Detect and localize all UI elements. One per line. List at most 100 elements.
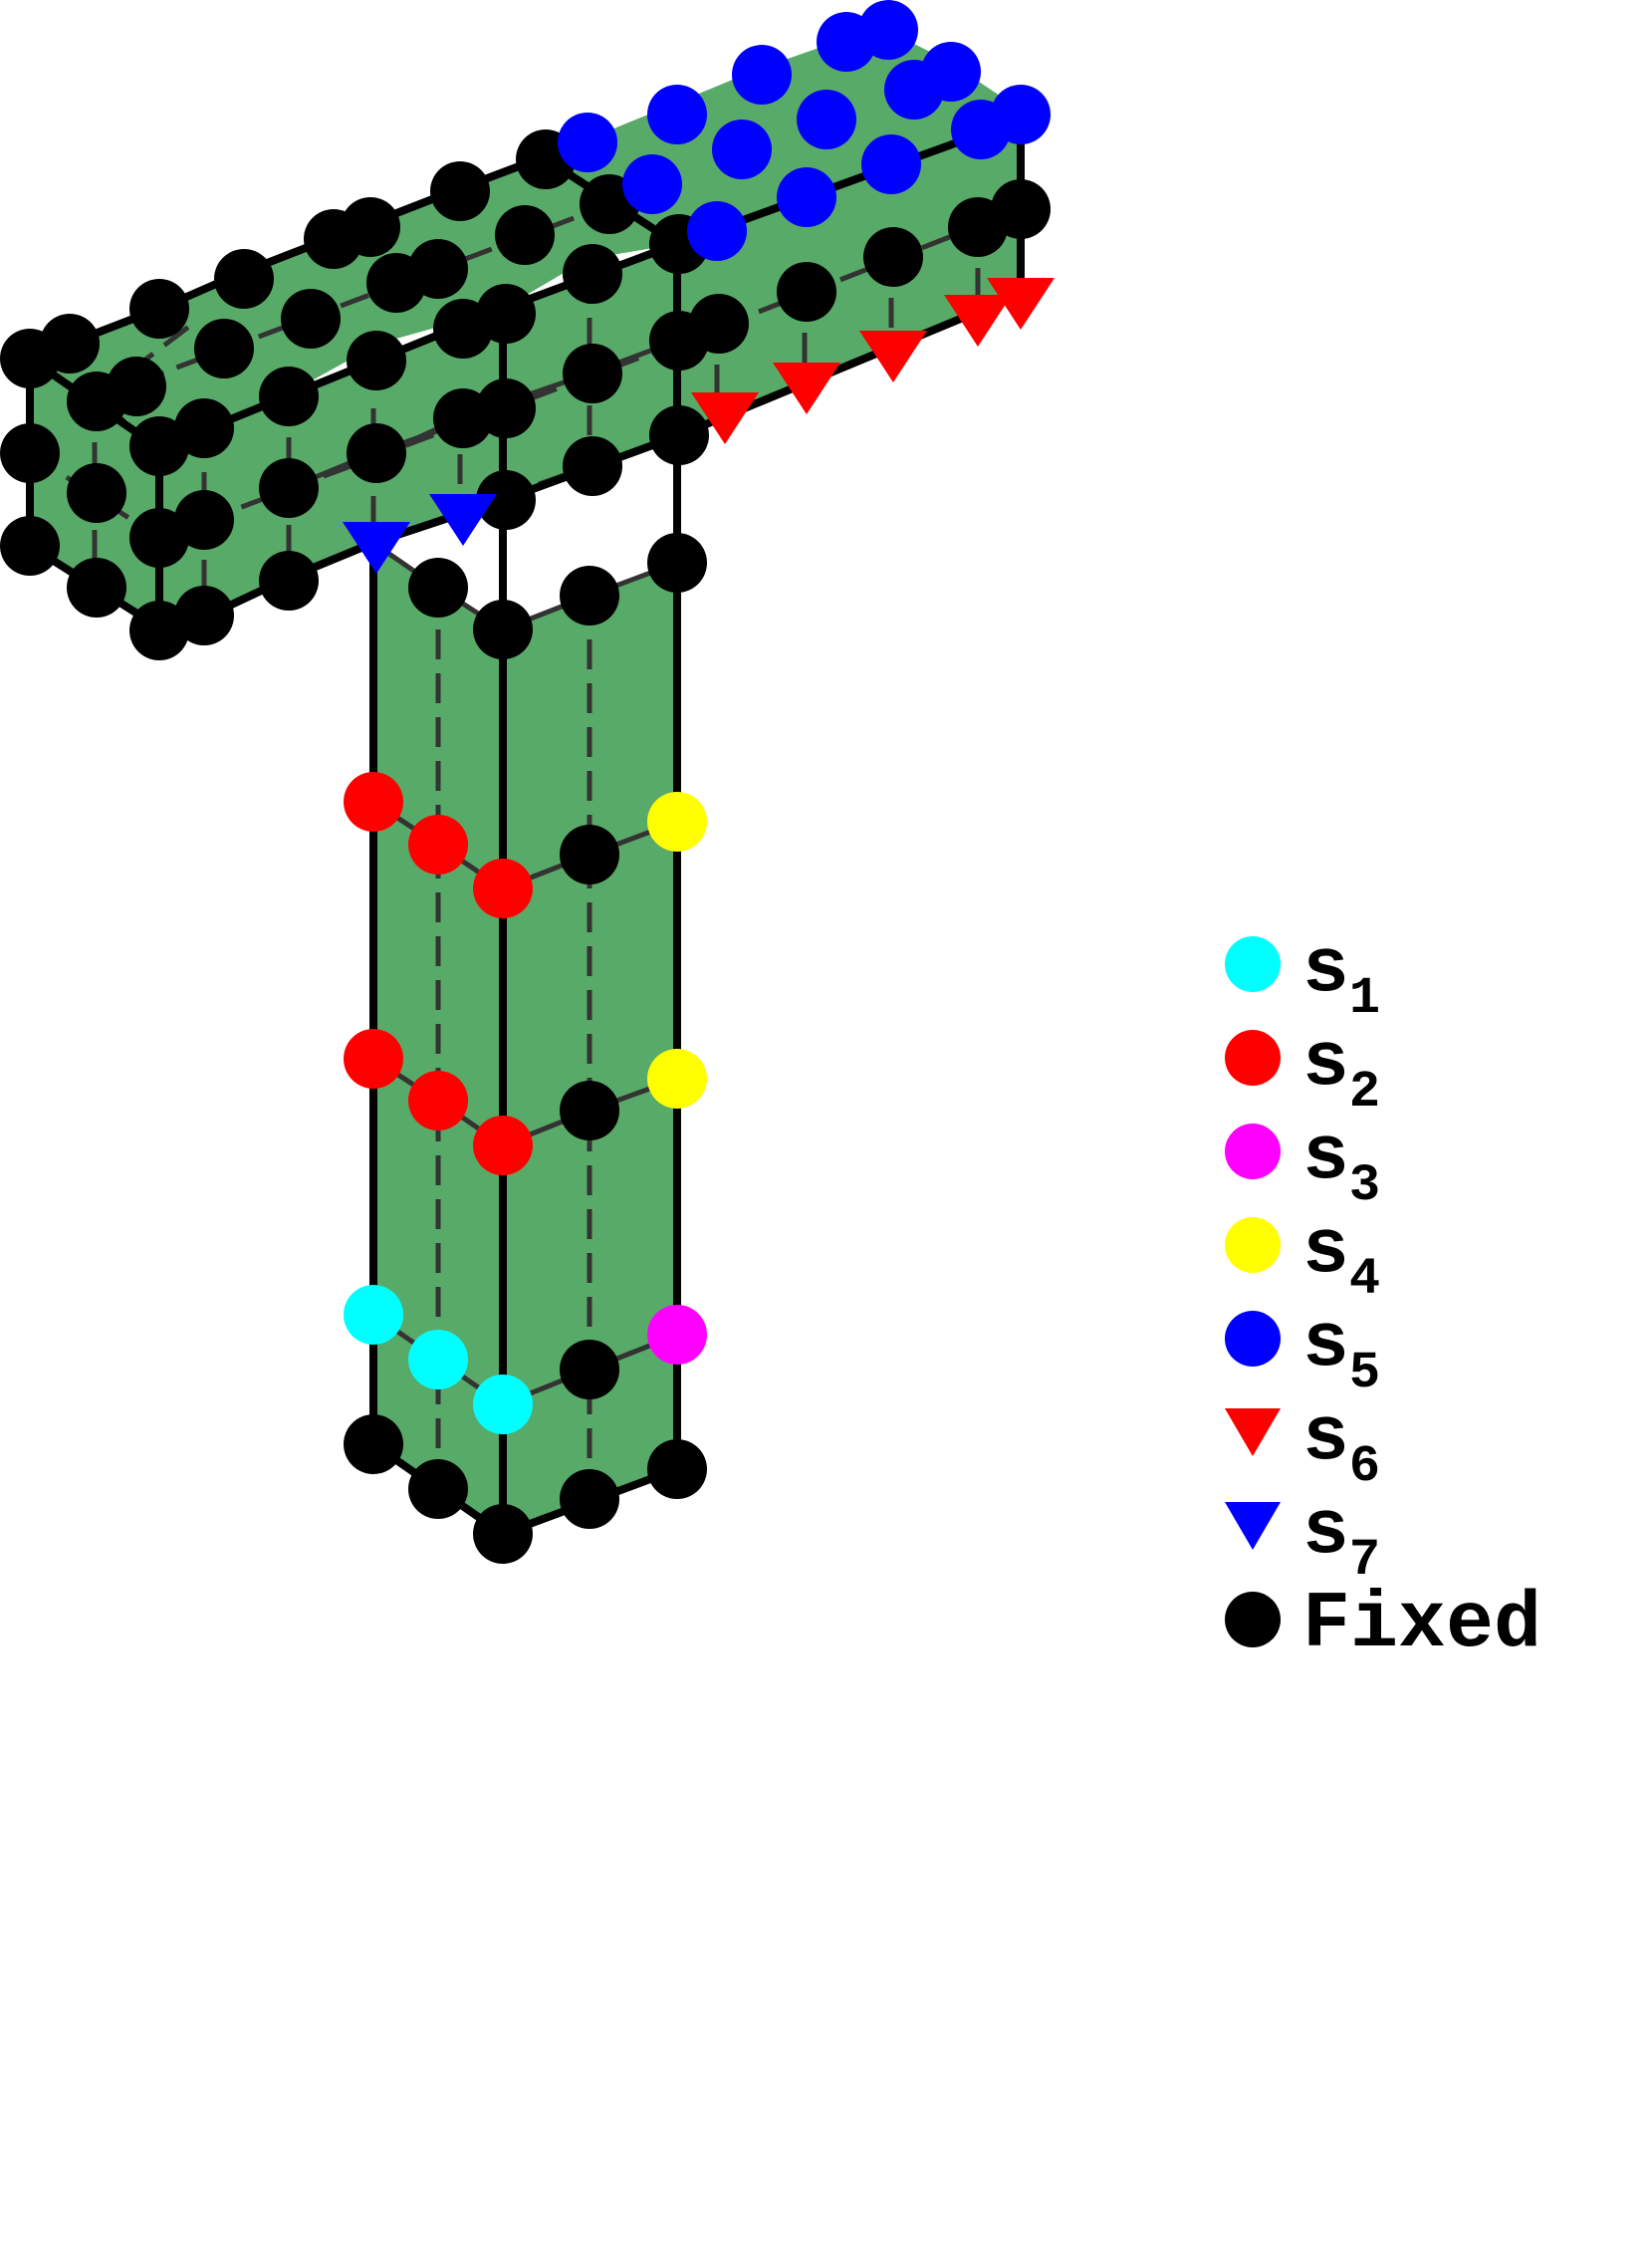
node-s4 [647, 792, 707, 852]
node-s5 [884, 60, 944, 120]
node-fixed [281, 289, 341, 349]
node-fixed [341, 197, 400, 257]
node-fixed [107, 357, 166, 416]
node-fixed [67, 463, 126, 523]
legend-label-s2: s2 [1302, 1020, 1380, 1122]
node-fixed [129, 279, 189, 339]
node-s6-triangle [691, 392, 759, 444]
node-fixed [560, 566, 619, 626]
legend-marker-s2 [1225, 1030, 1281, 1086]
node-fixed [560, 1340, 619, 1399]
node-fixed [560, 1469, 619, 1529]
node-s5 [647, 85, 707, 144]
node-fixed [563, 436, 622, 496]
node-fixed [991, 179, 1051, 239]
node-s2 [473, 1116, 533, 1175]
legend-subscript-s4: 4 [1349, 1250, 1380, 1309]
node-s2 [473, 859, 533, 918]
legend-label-s1: s1 [1302, 926, 1380, 1028]
legend-item-s3: s3 [1225, 1114, 1380, 1215]
node-s5 [797, 90, 856, 149]
legend-label-s4: s4 [1302, 1207, 1380, 1309]
node-fixed [174, 586, 234, 645]
node-fixed [649, 405, 709, 465]
legend-label-s5: s5 [1302, 1301, 1380, 1402]
node-s1 [344, 1285, 403, 1345]
node-fixed [344, 1414, 403, 1474]
legend-subscript-s2: 2 [1349, 1063, 1380, 1122]
legend-item-s6: s6 [1225, 1394, 1380, 1496]
node-fixed [259, 458, 319, 518]
node-fixed [476, 378, 536, 438]
node-s5 [687, 201, 747, 261]
legend-item-s2: s2 [1225, 1020, 1380, 1122]
legend-marker-s7 [1225, 1502, 1281, 1550]
nodes-layer [0, 0, 1055, 1564]
node-fixed [194, 319, 254, 378]
node-fixed [40, 314, 100, 374]
node-fixed [259, 367, 319, 426]
node-fixed [495, 205, 555, 265]
node-s5 [558, 113, 617, 172]
node-s5 [858, 0, 918, 60]
node-fixed [174, 398, 234, 458]
legend-subscript-s6: 6 [1349, 1437, 1380, 1496]
node-s7-triangle [429, 494, 497, 546]
node-fixed [408, 558, 468, 618]
legend-label-s3: s3 [1302, 1114, 1380, 1215]
node-s5 [861, 134, 921, 194]
node-s6-triangle [944, 295, 1012, 347]
legend-marker-s1 [1225, 936, 1281, 992]
legend-marker-s5 [1225, 1311, 1281, 1367]
node-fixed [430, 161, 490, 221]
node-fixed [560, 1081, 619, 1140]
legend-marker-s4 [1225, 1217, 1281, 1273]
node-s7-triangle [343, 522, 410, 574]
legend-marker-s3 [1225, 1124, 1281, 1179]
node-fixed [563, 244, 622, 304]
legend-item-s1: s1 [1225, 926, 1380, 1028]
legend-item-s7: s7 [1225, 1488, 1380, 1590]
node-fixed [863, 227, 923, 287]
node-s1 [473, 1375, 533, 1434]
node-s2 [408, 815, 468, 875]
legend-subscript-s3: 3 [1349, 1156, 1380, 1215]
node-fixed [67, 558, 126, 618]
node-fixed [0, 423, 60, 483]
node-fixed [129, 416, 189, 476]
node-s6-triangle [773, 363, 840, 414]
legend-subscript-s1: 1 [1349, 969, 1380, 1028]
node-s5 [777, 167, 836, 227]
node-fixed [473, 1504, 533, 1564]
node-s5 [732, 45, 792, 105]
node-s6-triangle [859, 331, 927, 382]
node-s3 [647, 1305, 707, 1365]
node-fixed [473, 600, 533, 659]
node-s5 [622, 154, 682, 214]
legend-label-fixed: Fixed [1302, 1580, 1541, 1670]
node-fixed [560, 825, 619, 884]
legend-marker-fixed [1225, 1592, 1281, 1647]
node-fixed [476, 284, 536, 344]
legend-subscript-s7: 7 [1349, 1531, 1380, 1590]
node-fixed [0, 516, 60, 576]
node-fixed [214, 249, 274, 309]
legend-item-fixed: Fixed [1225, 1580, 1541, 1670]
node-fixed [647, 1439, 707, 1499]
node-s4 [647, 1049, 707, 1109]
node-fixed [129, 508, 189, 568]
legend-item-s4: s4 [1225, 1207, 1380, 1309]
node-fixed [777, 262, 836, 322]
legend-label-s6: s6 [1302, 1394, 1380, 1496]
node-s2 [344, 772, 403, 832]
web-front-face [373, 543, 677, 1534]
node-s2 [408, 1071, 468, 1130]
node-s1 [408, 1330, 468, 1389]
node-s5 [712, 120, 772, 179]
node-s6-triangle [987, 278, 1055, 330]
legend-label-s7: s7 [1302, 1488, 1380, 1590]
node-fixed [563, 344, 622, 403]
legend-item-s5: s5 [1225, 1301, 1380, 1402]
